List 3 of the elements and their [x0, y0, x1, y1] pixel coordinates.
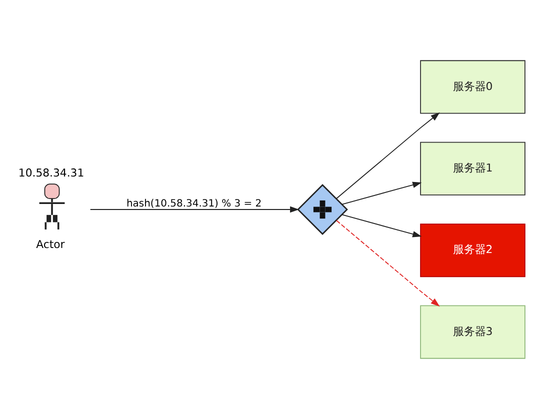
node-label: 10.58.34.31: [18, 166, 84, 179]
node-label: Actor: [36, 238, 65, 251]
edge-label: hash(10.58.34.31) % 3 = 2: [126, 198, 262, 210]
